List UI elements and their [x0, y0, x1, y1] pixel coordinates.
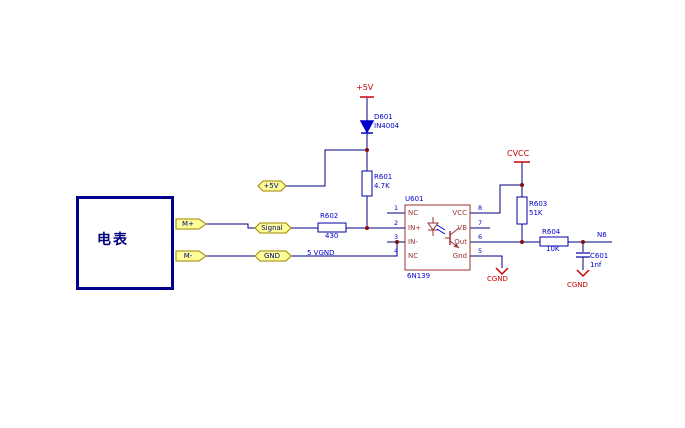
power-label-plus5v-top: +5V [356, 83, 374, 92]
pin-name-gnd: Gnd [452, 252, 467, 260]
port-tag-signal[interactable] [254, 222, 292, 234]
cgnd-arrow-right [576, 269, 590, 278]
pin-number-8: 8 [478, 204, 483, 212]
net-label-n6: N6 [597, 231, 607, 239]
pin-name-vb: VB [457, 224, 467, 232]
ref-u601: U601 [405, 195, 424, 203]
resistor-r602-symbol[interactable] [317, 222, 347, 233]
cgnd-arrow-left [495, 267, 509, 276]
port-tag-gnd[interactable] [254, 250, 292, 262]
value-r601: 4.7K [374, 182, 390, 190]
resistor-r603-symbol[interactable] [516, 196, 528, 225]
tag-text-signal: Signal [261, 224, 283, 232]
pin-number-6: 6 [478, 233, 483, 241]
port-tag-m-minus[interactable] [175, 250, 207, 262]
ref-r601: R601 [374, 173, 393, 181]
opto-light-arrows [436, 224, 446, 235]
value-d601: IN4004 [374, 122, 400, 130]
ref-c601: C601 [590, 252, 609, 260]
value-r604: 10K [546, 245, 560, 253]
pin-name-in-minus: IN- [408, 238, 418, 246]
opto-transistor-symbol [445, 227, 460, 249]
pin-number-4: 4 [394, 247, 399, 255]
pin-number-5: 5 [478, 247, 483, 255]
ref-r602: R602 [320, 212, 339, 220]
ic-u601-body[interactable] [404, 204, 471, 271]
tag-text-gnd: GND [263, 252, 281, 260]
opto-led-symbol [427, 217, 439, 236]
diode-d601-symbol[interactable] [359, 120, 375, 134]
tag-text-plus5v: +5V [263, 182, 279, 190]
tag-text-m-plus: M+ [182, 220, 194, 228]
pin-name-in-plus: IN+ [408, 224, 422, 232]
power-label-cgnd-right: CGND [567, 281, 588, 289]
capacitor-c601-symbol[interactable] [576, 252, 590, 258]
value-u601: 6N139 [407, 272, 431, 280]
value-r603: 51K [529, 209, 543, 217]
ref-d601: D601 [374, 113, 393, 121]
power-label-cgnd-left: CGND [487, 275, 508, 283]
meter-label: 电表 [97, 232, 129, 248]
resistor-r601-symbol[interactable] [361, 170, 373, 197]
junction-dots [365, 148, 585, 244]
value-r602: 430 [325, 232, 339, 240]
pin-name-out: Out [454, 238, 467, 246]
pin-name-nc-1: NC [408, 209, 419, 217]
wires [206, 98, 612, 270]
meter-block[interactable] [76, 196, 174, 290]
pin-name-nc-4: NC [408, 252, 419, 260]
resistor-r604-symbol[interactable] [539, 236, 569, 247]
pin-number-1: 1 [394, 204, 399, 212]
tag-text-m-minus: M- [183, 252, 193, 260]
power-label-cvcc: CVCC [507, 149, 530, 158]
pin-name-vcc: VCC [452, 209, 467, 217]
value-c601: 1nf [590, 261, 602, 269]
ref-r604: R604 [542, 228, 561, 236]
port-tag-m-plus[interactable] [175, 218, 207, 230]
net-label-vgnd: 5 VGND [307, 249, 335, 257]
power-symbols [360, 96, 590, 278]
pin-number-7: 7 [478, 219, 483, 227]
ref-r603: R603 [529, 200, 548, 208]
pin-number-3: 3 [394, 233, 399, 241]
pin-number-2: 2 [394, 219, 399, 227]
port-tag-plus5v[interactable] [257, 180, 287, 192]
